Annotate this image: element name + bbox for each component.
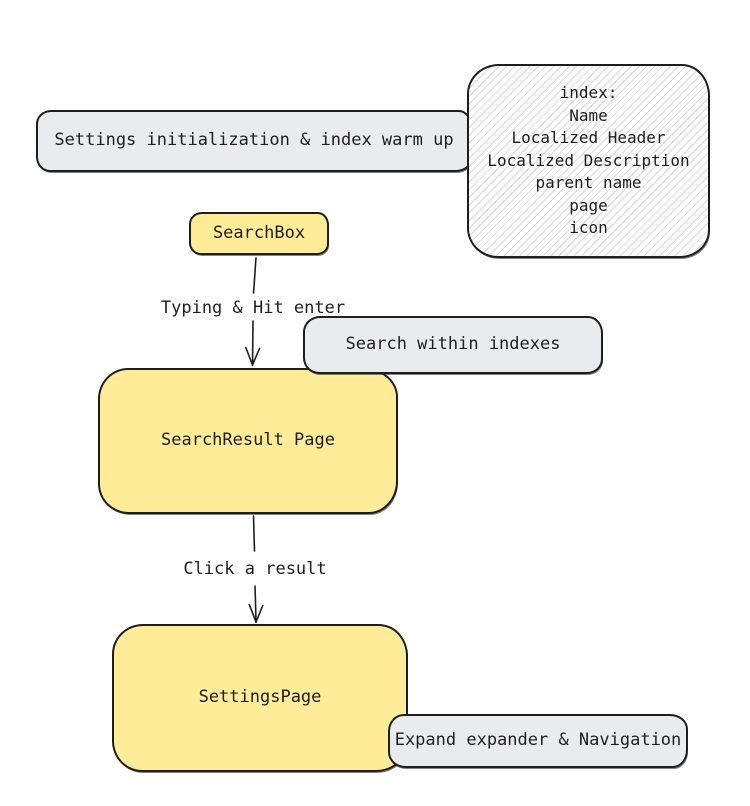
- edge-label-click-a-result: Click a result: [183, 559, 327, 579]
- index-note-line: index:: [559, 83, 618, 103]
- index-note-line: icon: [569, 218, 608, 238]
- node-index-fields-note: index: Name Localized Header Localized D…: [467, 64, 710, 258]
- index-note-line: Localized Header: [511, 128, 666, 148]
- edge-label-typing-hit-enter: Typing & Hit enter: [160, 298, 346, 318]
- index-note-line: parent name: [535, 173, 642, 193]
- node-label: SettingsPage: [198, 687, 322, 708]
- node-expand-expander-navigation: Expand expander & Navigation: [388, 714, 688, 768]
- node-search-within-indexes: Search within indexes: [303, 316, 603, 374]
- index-note-line: page: [569, 195, 608, 215]
- node-label: SearchBox: [212, 222, 306, 243]
- node-searchbox: SearchBox: [189, 212, 329, 255]
- index-note-line: Name: [569, 105, 608, 125]
- node-settings-initialization: Settings initialization & index warm up: [36, 110, 472, 172]
- node-label: Expand expander & Navigation: [394, 730, 682, 751]
- node-label: Settings initialization & index warm up: [54, 130, 454, 151]
- index-note-line: Localized Description: [487, 150, 690, 170]
- node-settingspage: SettingsPage: [112, 624, 408, 772]
- node-label: Search within indexes: [345, 334, 561, 355]
- node-label: SearchResult Page: [161, 430, 335, 451]
- node-searchresult-page: SearchResult Page: [98, 368, 398, 514]
